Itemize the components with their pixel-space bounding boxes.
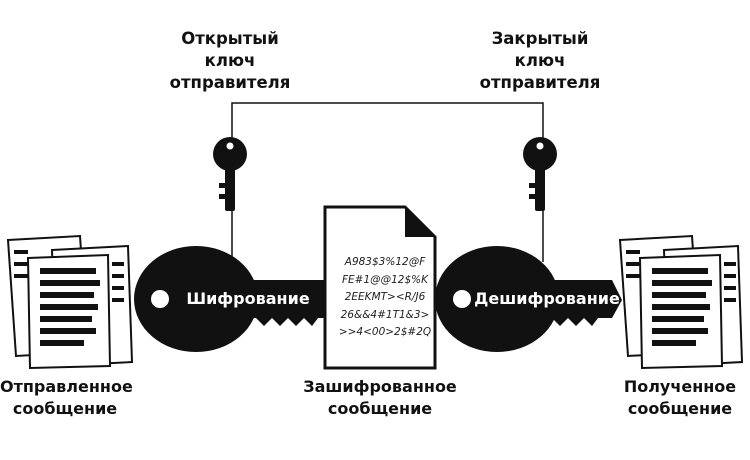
ciphertext-block: A983$3%12@F FE#1@@12$%K 2EEKMT><R/J6 26&…	[330, 254, 440, 342]
decryption-key-label: Дешифрование	[474, 289, 620, 308]
received-message-label-line: сообщение	[627, 399, 733, 418]
private-key-label-line: ключ	[514, 51, 566, 70]
ciphertext-line: 2EEKMT><R/J6	[344, 291, 426, 303]
public-key-label-line: отправителя	[169, 73, 291, 92]
sent-message-label: Отправленное сообщение	[0, 376, 133, 420]
encryption-key-label: Шифрование	[186, 289, 310, 308]
ciphertext-line: >>4<00>2$#2Q	[338, 326, 432, 338]
decryption-key-icon	[435, 246, 622, 352]
ciphertext-line: A983$3%12@F	[344, 256, 426, 268]
encrypted-message-label-line: Зашифрованное	[303, 377, 457, 396]
encrypted-document-icon	[323, 205, 437, 370]
sent-documents-icon	[6, 234, 134, 370]
ciphertext-line: FE#1@@12$%K	[341, 273, 429, 286]
encryption-key-icon	[134, 246, 345, 352]
encrypted-message-label-line: сообщение	[327, 399, 433, 418]
received-documents-icon	[618, 234, 744, 370]
private-key-label-line: Закрытый	[491, 29, 589, 48]
public-key-label: Открытый ключ отправителя	[150, 28, 310, 94]
public-key-label-line: Открытый	[181, 29, 279, 48]
private-key-label-line: отправителя	[479, 73, 601, 92]
sent-message-label-line: Отправленное	[0, 377, 133, 396]
connector-line	[231, 102, 544, 262]
public-key-icon	[213, 137, 247, 211]
encrypted-message-label: Зашифрованное сообщение	[295, 376, 465, 420]
private-key-icon	[523, 137, 557, 211]
private-key-label: Закрытый ключ отправителя	[460, 28, 620, 94]
public-key-label-line: ключ	[204, 51, 256, 70]
sent-message-label-line: сообщение	[12, 399, 118, 418]
received-message-label-line: Полученное	[623, 377, 737, 396]
ciphertext-line: 26&&4#1T1&3>	[340, 308, 430, 321]
received-message-label: Полученное сообщение	[610, 376, 750, 420]
